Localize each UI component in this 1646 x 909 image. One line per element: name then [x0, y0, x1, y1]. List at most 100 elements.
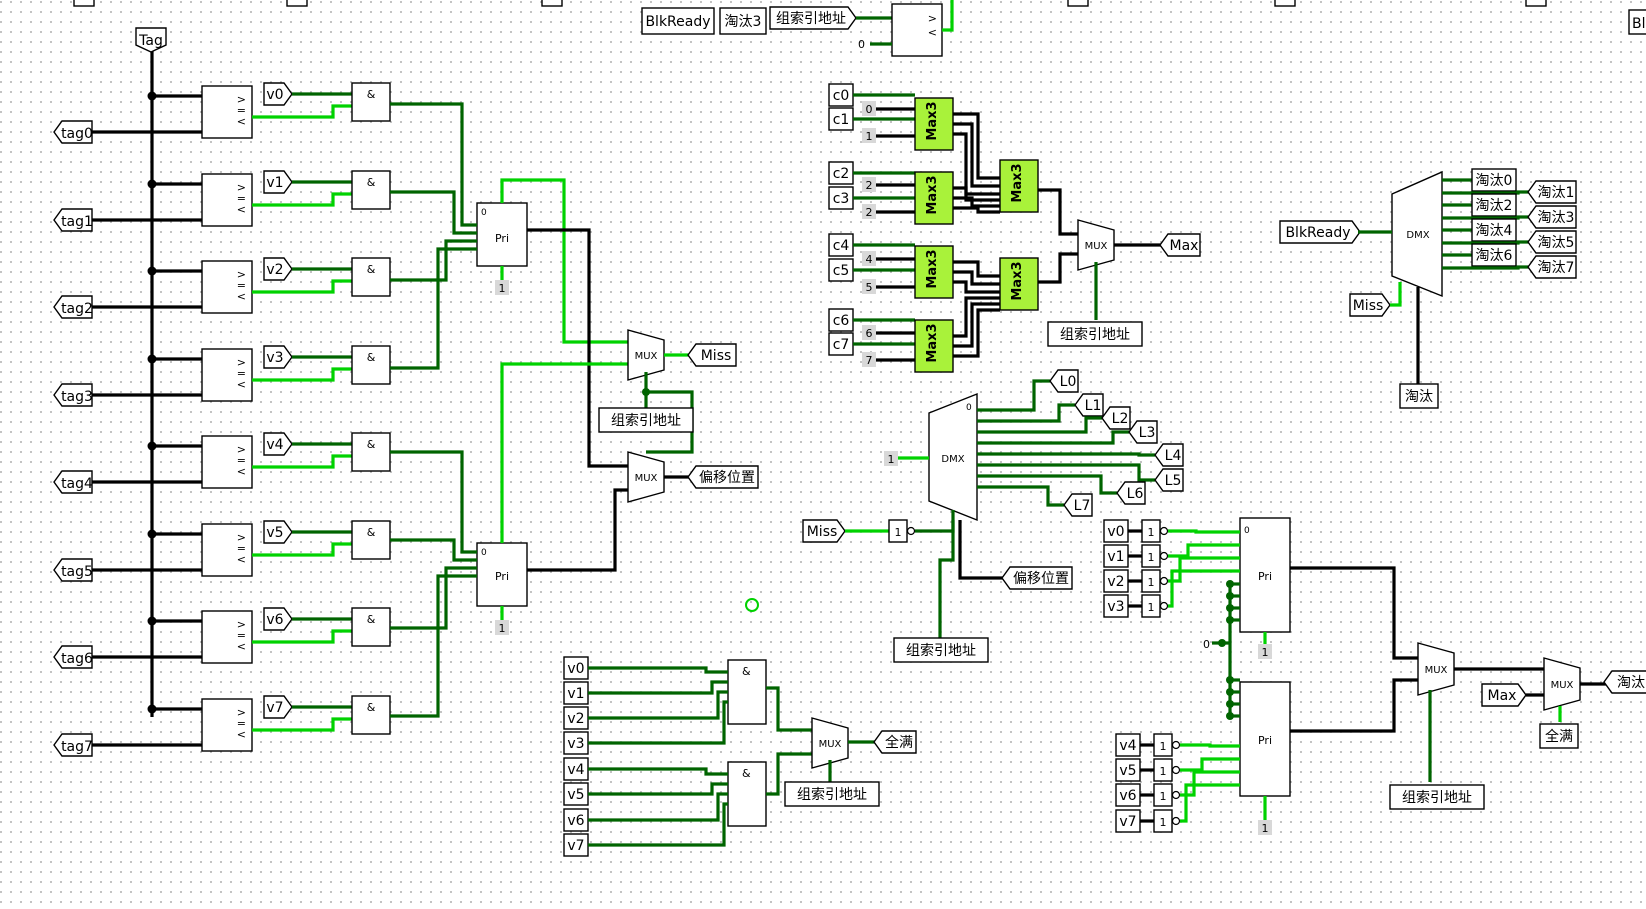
max-output-top[interactable]: Max [1159, 233, 1201, 257]
offset-output[interactable]: 偏移位置 [687, 465, 759, 489]
blkready-top[interactable]: BlkReady [641, 7, 715, 35]
set-index-top[interactable]: 组索引地址 [769, 6, 857, 30]
tag-pin-6[interactable]: tag6 [53, 645, 93, 669]
counter-pin-6[interactable]: c6 [828, 308, 854, 332]
set-index-pin-2[interactable]: 组索引地址 [1047, 321, 1143, 347]
comparator-top[interactable]: >< [891, 3, 943, 57]
mux-evict[interactable]: MUX [1543, 657, 1581, 711]
not-gate-1[interactable]: 1 [1141, 544, 1169, 568]
and-gate-5[interactable]: & [351, 520, 391, 560]
tag-bus-pin[interactable]: Tag [135, 27, 167, 53]
set-index-pin-5[interactable]: 组索引地址 [1389, 784, 1485, 810]
max-input-right[interactable]: Max [1481, 683, 1527, 707]
valid-pin-5[interactable]: v5 [263, 520, 293, 544]
counter-pin-2[interactable]: c2 [828, 161, 854, 185]
tag-pin-3[interactable]: tag3 [53, 383, 93, 407]
line-output-3[interactable]: L3 [1128, 420, 1158, 444]
mux-evict-index[interactable]: MUX [1417, 642, 1455, 696]
miss-output[interactable]: Miss [687, 343, 737, 367]
full-valid-pin-2[interactable]: v2 [563, 706, 589, 730]
mux-max[interactable]: MUX [1077, 219, 1115, 271]
inv-valid-pin-6[interactable]: v6 [1115, 783, 1141, 807]
line-output-7[interactable]: L7 [1063, 493, 1093, 517]
comparator-1[interactable]: >=< [201, 173, 253, 227]
valid-pin-7[interactable]: v7 [263, 695, 293, 719]
full-valid-pin-6[interactable]: v6 [563, 808, 589, 832]
inv-valid-pin-3[interactable]: v3 [1103, 594, 1129, 618]
and-gate-2[interactable]: & [351, 257, 391, 297]
max3-ab[interactable]: Max3 [999, 159, 1039, 213]
inv-valid-pin-2[interactable]: v2 [1103, 569, 1129, 593]
offset-input[interactable]: 偏移位置 [1001, 566, 1073, 590]
evict-odd-3[interactable]: 淘汰7 [1527, 255, 1577, 279]
demux-evict[interactable]: DMX [1391, 170, 1443, 298]
and-gate-1[interactable]: & [351, 170, 391, 210]
miss-input-right[interactable]: Miss [1349, 293, 1391, 317]
mux-full[interactable]: MUX [811, 717, 849, 769]
priority-encoder-right-bottom[interactable]: Pri [1239, 681, 1291, 797]
valid-pin-3[interactable]: v3 [263, 345, 293, 369]
not-gate-4[interactable]: 1 [1153, 733, 1181, 757]
comparator-4[interactable]: >=< [201, 435, 253, 489]
comparator-6[interactable]: >=< [201, 610, 253, 664]
tag-pin-1[interactable]: tag1 [53, 208, 93, 232]
not-gate-0[interactable]: 1 [1141, 519, 1169, 543]
evict-even-3[interactable]: 淘汰6 [1471, 243, 1517, 267]
evict-odd-2[interactable]: 淘汰5 [1527, 230, 1577, 254]
tag-pin-2[interactable]: tag2 [53, 295, 93, 319]
evict-odd-1[interactable]: 淘汰3 [1527, 205, 1577, 229]
not-gate-2[interactable]: 1 [1141, 569, 1169, 593]
counter-pin-7[interactable]: c7 [828, 332, 854, 356]
evict-even-1[interactable]: 淘汰2 [1471, 193, 1517, 217]
line-output-0[interactable]: L0 [1049, 369, 1079, 393]
full-valid-pin-7[interactable]: v7 [563, 833, 589, 857]
max3-cd[interactable]: Max3 [999, 257, 1039, 311]
full-valid-pin-3[interactable]: v3 [563, 731, 589, 755]
and-gate-6[interactable]: & [351, 607, 391, 647]
set-index-pin-3[interactable]: 组索引地址 [893, 637, 989, 663]
blkready-input[interactable]: BlkReady [1279, 220, 1361, 244]
counter-pin-5[interactable]: c5 [828, 258, 854, 282]
comparator-7[interactable]: >=< [201, 698, 253, 752]
bl-pin-cut[interactable]: Bl [1628, 9, 1646, 35]
and-gate-0[interactable]: & [351, 82, 391, 122]
inv-valid-pin-1[interactable]: v1 [1103, 544, 1129, 568]
full-input-right[interactable]: 全满 [1539, 723, 1579, 749]
mux-offset[interactable]: MUX [627, 451, 665, 503]
and-gate-3[interactable]: & [351, 345, 391, 385]
not-gate-5[interactable]: 1 [1153, 758, 1181, 782]
line-output-4[interactable]: L4 [1154, 443, 1184, 467]
counter-pin-3[interactable]: c3 [828, 186, 854, 210]
tag-pin-5[interactable]: tag5 [53, 558, 93, 582]
line-output-5[interactable]: L5 [1154, 468, 1184, 492]
probe-marker[interactable] [745, 598, 759, 612]
max3-a[interactable]: Max3 [914, 97, 954, 151]
not-gate-7[interactable]: 1 [1153, 809, 1181, 833]
comparator-0[interactable]: >=< [201, 85, 253, 139]
full-valid-pin-5[interactable]: v5 [563, 782, 589, 806]
miss-input[interactable]: Miss [802, 519, 846, 543]
counter-pin-1[interactable]: c1 [828, 107, 854, 131]
line-output-2[interactable]: L2 [1101, 406, 1131, 430]
not-gate-6[interactable]: 1 [1153, 783, 1181, 807]
valid-pin-1[interactable]: v1 [263, 170, 293, 194]
comparator-2[interactable]: >=< [201, 260, 253, 314]
max3-c[interactable]: Max3 [914, 245, 954, 299]
evict-output[interactable]: 淘汰 [1603, 670, 1646, 694]
comparator-5[interactable]: >=< [201, 523, 253, 577]
priority-encoder-bottom[interactable]: 0 Pri [476, 542, 528, 607]
inv-valid-pin-7[interactable]: v7 [1115, 809, 1141, 833]
counter-pin-0[interactable]: c0 [828, 83, 854, 107]
counter-pin-4[interactable]: c4 [828, 233, 854, 257]
and-gate-4[interactable]: & [351, 432, 391, 472]
full-valid-pin-0[interactable]: v0 [563, 656, 589, 680]
evict-input-pin[interactable]: 淘汰 [1399, 383, 1439, 409]
and-gate-7[interactable]: & [351, 695, 391, 735]
valid-pin-4[interactable]: v4 [263, 432, 293, 456]
full-valid-pin-4[interactable]: v4 [563, 757, 589, 781]
tag-pin-7[interactable]: tag7 [53, 733, 93, 757]
line-output-6[interactable]: L6 [1116, 481, 1146, 505]
max3-d[interactable]: Max3 [914, 319, 954, 373]
